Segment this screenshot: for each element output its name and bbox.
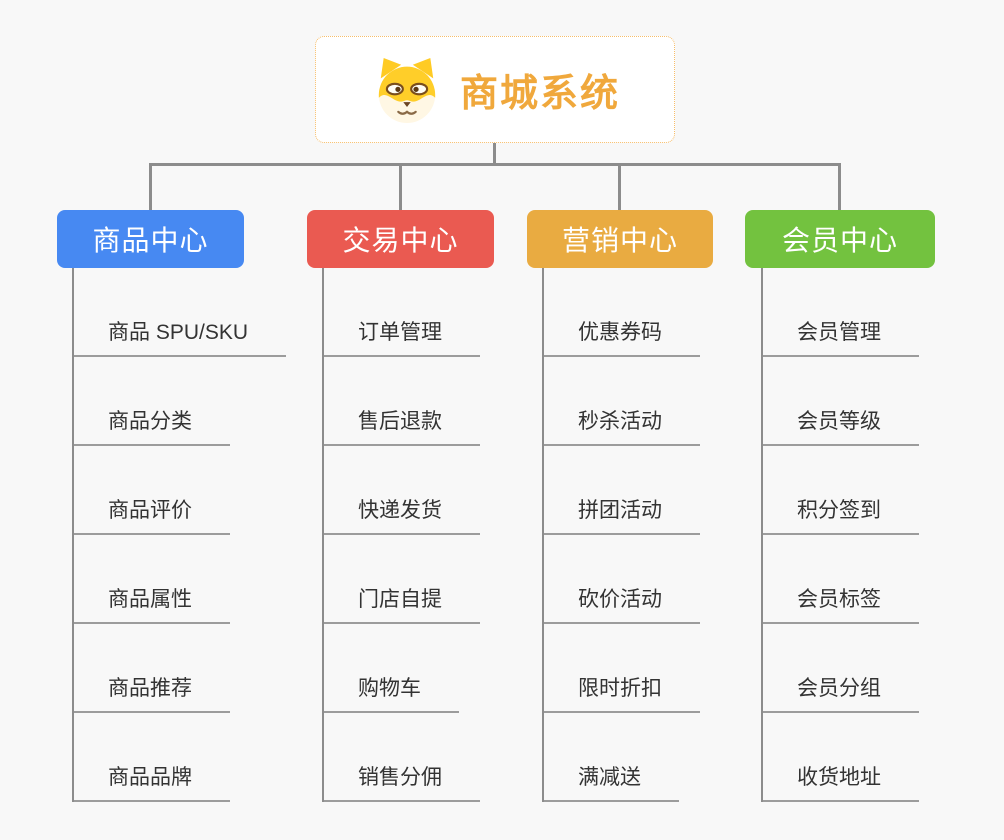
leaf-column-trade: 订单管理 售后退款 快递发货 门店自提 购物车 销售分佣 — [322, 268, 480, 802]
leaf-item[interactable]: 购物车 — [324, 624, 480, 713]
leaf-column-products: 商品 SPU/SKU 商品分类 商品评价 商品属性 商品推荐 商品品牌 — [72, 268, 287, 802]
leaf-item[interactable]: 会员等级 — [763, 357, 919, 446]
leaf-item[interactable]: 商品评价 — [74, 446, 286, 535]
branch-label: 会员中心 — [781, 225, 898, 256]
leaf-item[interactable]: 优惠券码 — [544, 268, 700, 357]
root-node[interactable]: 商城系统 — [315, 36, 675, 143]
leaf-item[interactable]: 商品 SPU/SKU — [74, 268, 287, 357]
branch-node-marketing[interactable]: 营销中心 — [527, 210, 713, 268]
leaf-item[interactable]: 满减送 — [544, 713, 700, 802]
branch-label: 交易中心 — [342, 225, 459, 256]
leaf-item[interactable]: 售后退款 — [324, 357, 480, 446]
connector-bus — [149, 163, 841, 166]
leaf-item[interactable]: 商品品牌 — [74, 713, 286, 802]
leaf-item[interactable]: 拼团活动 — [544, 446, 700, 535]
leaf-column-member: 会员管理 会员等级 积分签到 会员标签 会员分组 收货地址 — [761, 268, 919, 802]
branch-label: 商品中心 — [92, 225, 209, 256]
leaf-item[interactable]: 商品分类 — [74, 357, 286, 446]
leaf-item[interactable]: 商品属性 — [74, 535, 286, 624]
branch-label: 营销中心 — [561, 225, 678, 256]
branch-node-member[interactable]: 会员中心 — [745, 210, 935, 268]
connector-drop-products — [149, 165, 152, 210]
leaf-item[interactable]: 销售分佣 — [324, 713, 480, 802]
shiba-dog-icon — [370, 56, 444, 124]
connector-root-drop — [493, 142, 496, 165]
leaf-column-marketing: 优惠券码 秒杀活动 拼团活动 砍价活动 限时折扣 满减送 — [542, 268, 700, 802]
leaf-item[interactable]: 会员标签 — [763, 535, 919, 624]
leaf-item[interactable]: 会员分组 — [763, 624, 919, 713]
leaf-item[interactable]: 限时折扣 — [544, 624, 700, 713]
leaf-item[interactable]: 快递发货 — [324, 446, 480, 535]
leaf-item[interactable]: 收货地址 — [763, 713, 919, 802]
leaf-item[interactable]: 商品推荐 — [74, 624, 286, 713]
leaf-item[interactable]: 会员管理 — [763, 268, 919, 357]
leaf-item[interactable]: 门店自提 — [324, 535, 480, 624]
connector-drop-trade — [399, 165, 402, 210]
branch-node-trade[interactable]: 交易中心 — [307, 210, 494, 268]
leaf-item[interactable]: 秒杀活动 — [544, 357, 700, 446]
connector-drop-member — [838, 165, 841, 210]
leaf-item[interactable]: 订单管理 — [324, 268, 480, 357]
leaf-item[interactable]: 砍价活动 — [544, 535, 700, 624]
leaf-item[interactable]: 积分签到 — [763, 446, 919, 535]
connector-drop-marketing — [618, 165, 621, 210]
root-title: 商城系统 — [459, 73, 620, 115]
branch-node-products[interactable]: 商品中心 — [57, 210, 244, 268]
